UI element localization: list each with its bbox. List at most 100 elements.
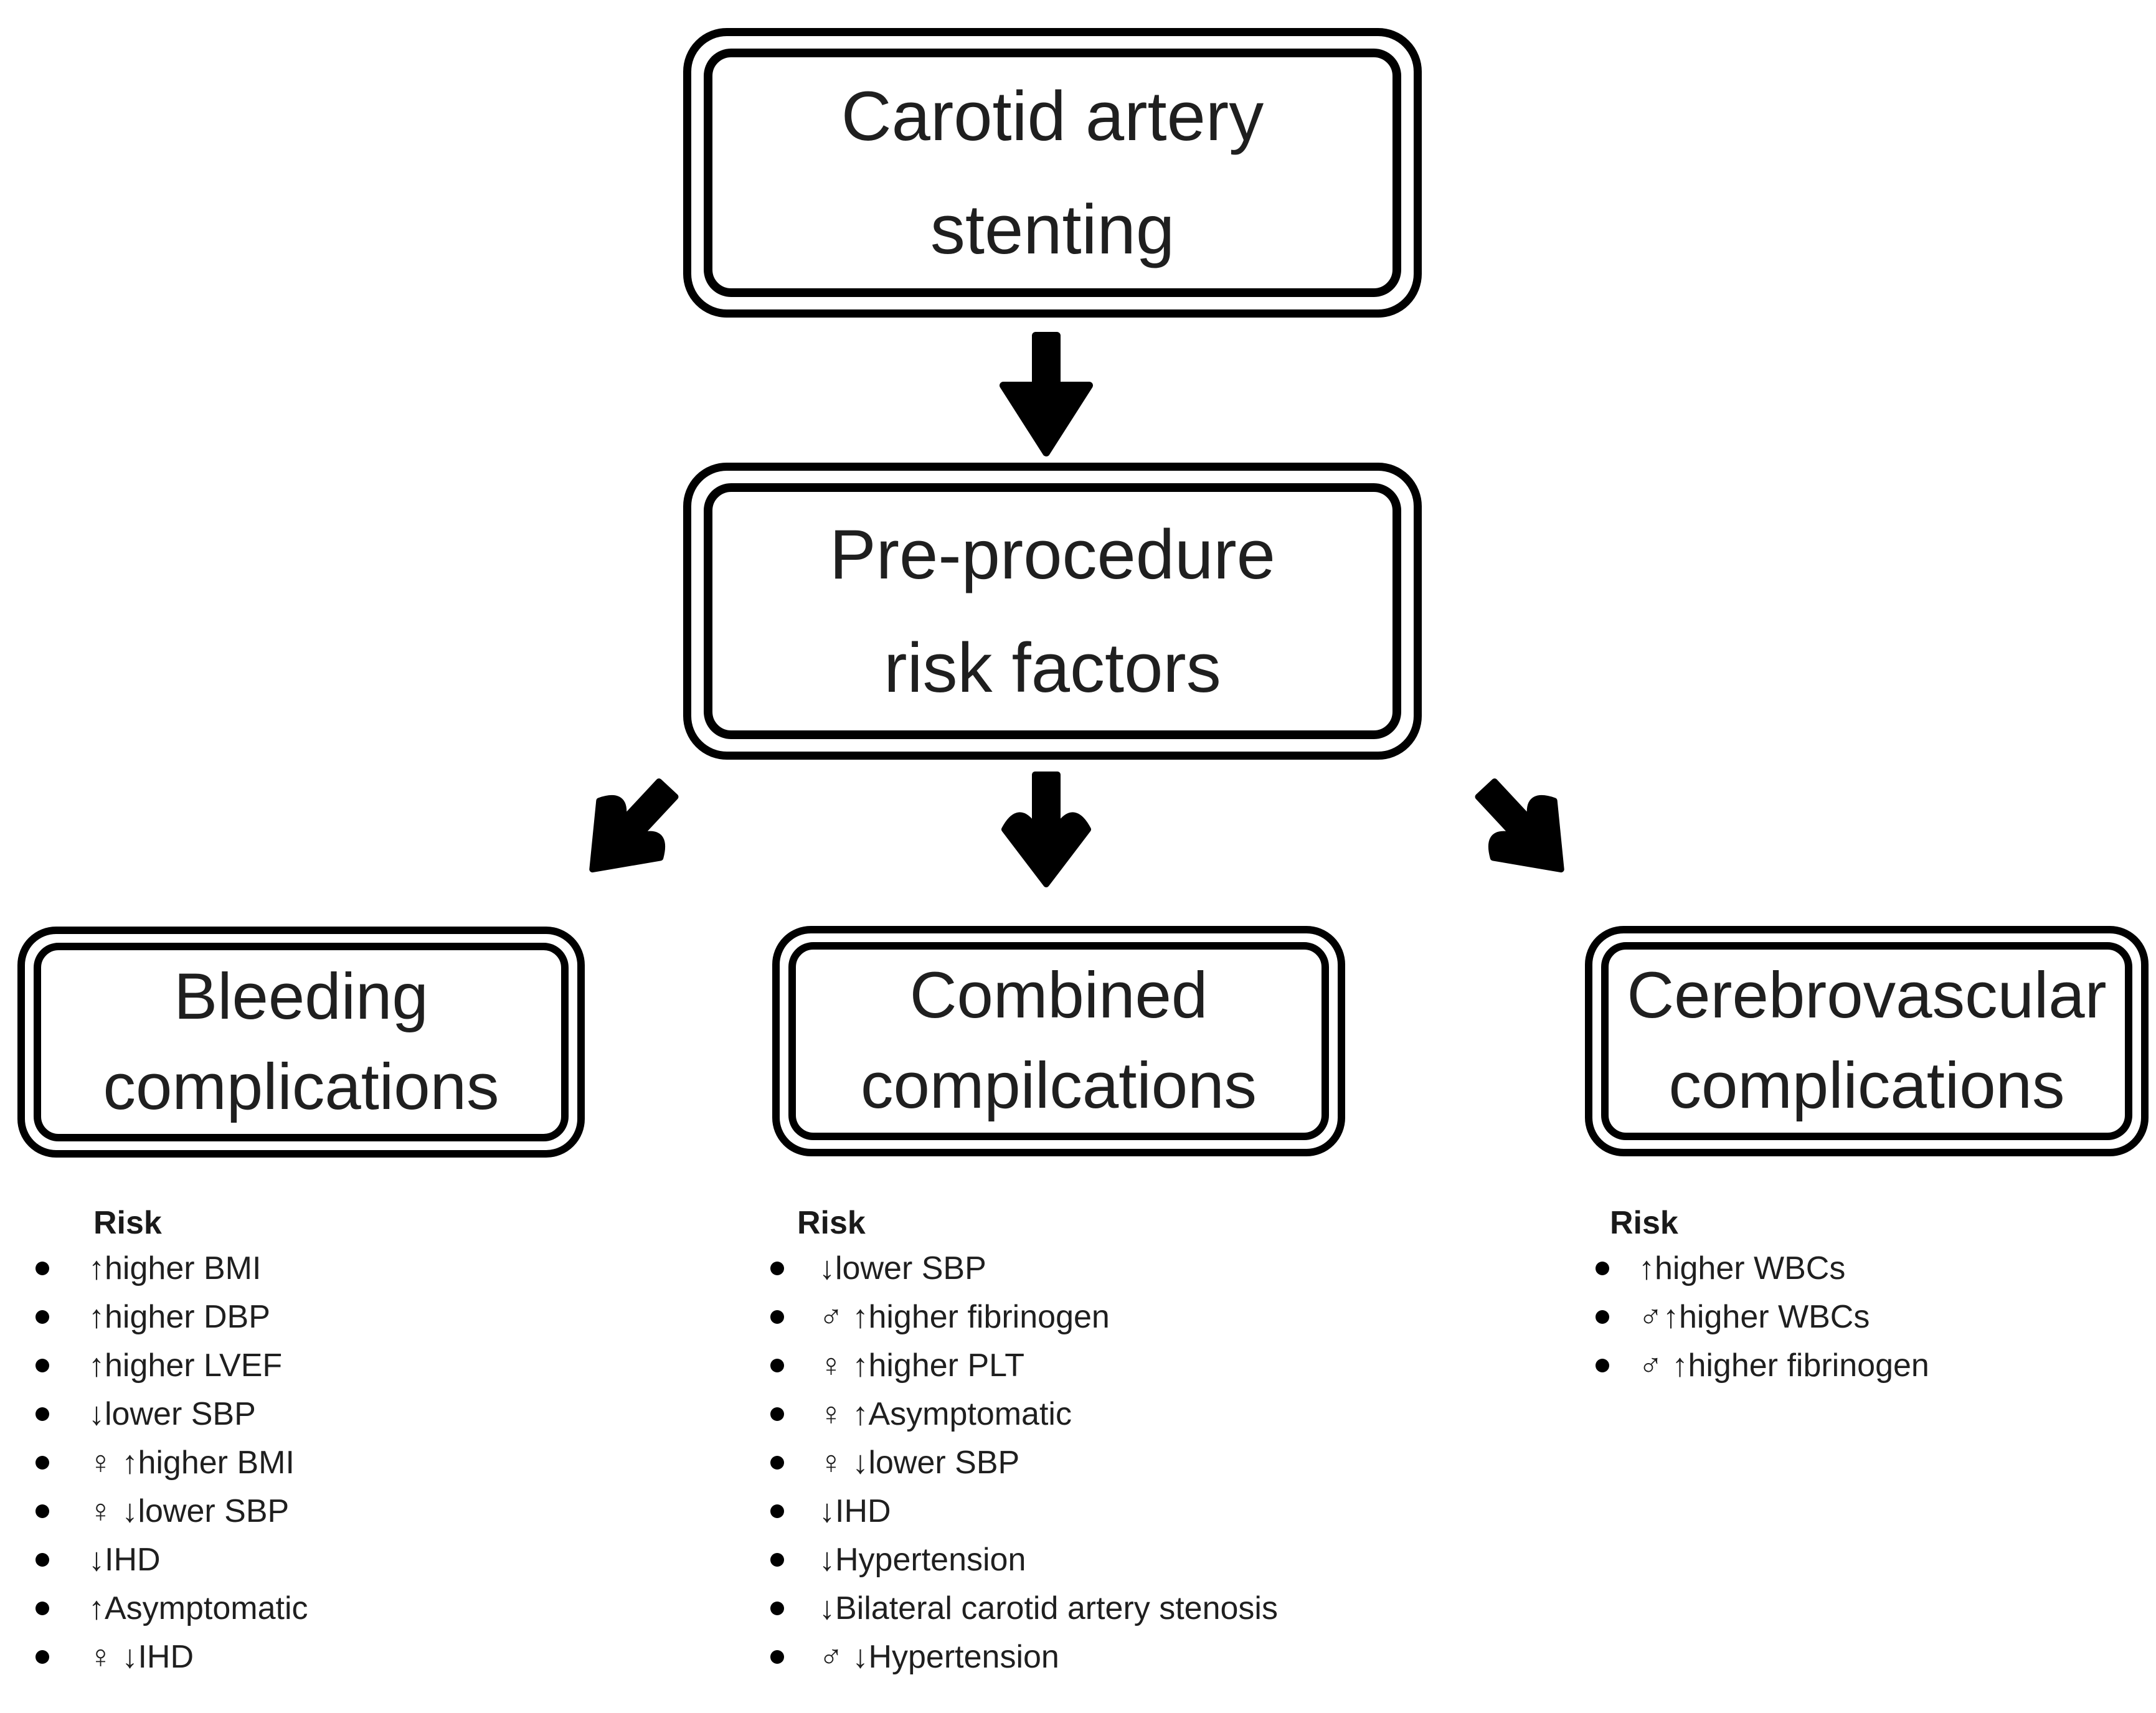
bullet-icon (1596, 1359, 1609, 1372)
risk-section-cerebrovascular: Risk ↑higher WBCs ♂↑higher WBCs ♂ ↑highe… (1596, 1202, 2156, 1390)
risk-list-item: ♂ ↓Hypertension (770, 1633, 1393, 1681)
risk-item-text: ↓Bilateral carotid artery stenosis (819, 1590, 1278, 1626)
bullet-icon (35, 1504, 49, 1518)
risk-list: ↓lower SBP ♂ ↑higher fibrinogen ♀ ↑highe… (770, 1244, 1393, 1681)
node-title: Carotid artery stenting (841, 60, 1264, 286)
risk-list-item: ↓IHD (770, 1487, 1393, 1536)
bullet-icon (35, 1650, 49, 1664)
node-cerebrovascular-complications: Cerebrovascular complications (1585, 926, 2149, 1156)
node-pre-procedure-risk-factors: Pre-procedure risk factors (683, 463, 1422, 760)
risk-list-item: ↓lower SBP (35, 1390, 658, 1438)
arrow-down-right-icon (1475, 778, 1564, 873)
risk-list-item: ↓lower SBP (770, 1244, 1393, 1293)
risk-item-text: ↓IHD (88, 1542, 161, 1578)
risk-list-item: ♀ ↓lower SBP (35, 1487, 658, 1536)
node-title-line: compilcations (860, 1049, 1257, 1122)
risk-item-text: ♂ ↑higher fibrinogen (819, 1299, 1110, 1335)
risk-item-text: ↑higher BMI (88, 1250, 262, 1286)
risk-list-item: ↑higher LVEF (35, 1341, 658, 1390)
node-title-line: risk factors (884, 628, 1221, 707)
node-title-line: Cerebrovascular (1627, 959, 2107, 1032)
risk-list-item: ↑higher BMI (35, 1244, 658, 1293)
risk-list: ↑higher WBCs ♂↑higher WBCs ♂ ↑higher fib… (1596, 1244, 2156, 1390)
risk-item-text: ↓Hypertension (819, 1542, 1026, 1578)
node-inner-frame: Carotid artery stenting (704, 49, 1401, 297)
risk-item-text: ♀ ↓lower SBP (88, 1493, 290, 1529)
risk-list-item: ♀ ↑higher PLT (770, 1341, 1393, 1390)
node-title: Bleeding complications (103, 952, 499, 1133)
risk-item-text: ↑Asymptomatic (88, 1590, 308, 1626)
node-title-line: complications (1668, 1049, 2065, 1122)
node-inner-frame: Cerebrovascular complications (1601, 942, 2132, 1140)
risk-item-text: ♂ ↑higher fibrinogen (1638, 1347, 1929, 1384)
bullet-icon (770, 1310, 784, 1324)
risk-item-text: ♀ ↑Asymptomatic (819, 1396, 1072, 1432)
bullet-icon (770, 1407, 784, 1421)
bullet-icon (35, 1456, 49, 1470)
arrow-down-icon (1001, 772, 1091, 887)
risk-header: Risk (797, 1205, 866, 1241)
bullet-icon (770, 1359, 784, 1372)
risk-section-combined: Risk ↓lower SBP ♂ ↑higher fibrinogen ♀ ↑… (770, 1202, 1393, 1681)
bullet-icon (770, 1456, 784, 1470)
risk-list-item: ♂ ↑higher fibrinogen (1596, 1341, 2156, 1390)
risk-list-item: ↓Bilateral carotid artery stenosis (770, 1584, 1393, 1633)
risk-item-text: ♂↑higher WBCs (1638, 1299, 1870, 1335)
node-inner-frame: Bleeding complications (34, 943, 569, 1141)
risk-list-item: ↓IHD (35, 1536, 658, 1584)
node-inner-frame: Combined compilcations (788, 942, 1329, 1140)
risk-list-item: ♂ ↑higher fibrinogen (770, 1293, 1393, 1341)
bullet-icon (1596, 1310, 1609, 1324)
risk-item-text: ↓lower SBP (819, 1250, 986, 1286)
risk-item-text: ↑higher WBCs (1638, 1250, 1846, 1286)
risk-item-text: ↓lower SBP (88, 1396, 256, 1432)
risk-list-item: ♀ ↑higher BMI (35, 1438, 658, 1487)
risk-list-item: ↑higher WBCs (1596, 1244, 2156, 1293)
node-inner-frame: Pre-procedure risk factors (704, 483, 1401, 739)
node-title: Cerebrovascular complications (1627, 951, 2106, 1131)
node-title-line: Pre-procedure (830, 516, 1275, 594)
risk-header: Risk (93, 1205, 162, 1241)
bullet-icon (35, 1310, 49, 1324)
risk-item-text: ♀ ↓IHD (88, 1639, 194, 1675)
bullet-icon (770, 1553, 784, 1567)
risk-section-bleeding: Risk ↑higher BMI ↑higher DBP ↑higher LVE… (35, 1202, 658, 1681)
risk-item-text: ↓IHD (819, 1493, 891, 1529)
bullet-icon (35, 1553, 49, 1567)
risk-list-item: ♀ ↑Asymptomatic (770, 1390, 1393, 1438)
node-title-line: complications (103, 1050, 499, 1123)
arrow-down-icon (1000, 332, 1093, 456)
node-combined-compilcations: Combined compilcations (772, 926, 1345, 1156)
node-title-line: Bleeding (174, 960, 428, 1033)
bullet-icon (1596, 1262, 1609, 1275)
risk-list-item: ♀ ↓lower SBP (770, 1438, 1393, 1487)
bullet-icon (770, 1602, 784, 1615)
arrow-down-left-icon (589, 778, 679, 873)
risk-item-text: ↑higher DBP (88, 1299, 270, 1335)
bullet-icon (770, 1650, 784, 1664)
risk-list-item: ♂↑higher WBCs (1596, 1293, 2156, 1341)
risk-item-text: ↑higher LVEF (88, 1347, 283, 1384)
node-title: Combined compilcations (861, 951, 1257, 1131)
bullet-icon (35, 1262, 49, 1275)
risk-item-text: ♀ ↓lower SBP (819, 1445, 1020, 1481)
risk-list-item: ♀ ↓IHD (35, 1633, 658, 1681)
risk-list-item: ↓Hypertension (770, 1536, 1393, 1584)
bullet-icon (35, 1407, 49, 1421)
bullet-icon (770, 1262, 784, 1275)
node-carotid-artery-stenting: Carotid artery stenting (683, 28, 1422, 318)
risk-list-item: ↑higher DBP (35, 1293, 658, 1341)
risk-item-text: ♂ ↓Hypertension (819, 1639, 1059, 1675)
node-title-line: stenting (930, 190, 1175, 268)
bullet-icon (35, 1602, 49, 1615)
risk-header: Risk (1610, 1205, 1678, 1241)
risk-item-text: ♀ ↑higher PLT (819, 1347, 1024, 1384)
bullet-icon (770, 1504, 784, 1518)
bullet-icon (35, 1359, 49, 1372)
risk-list: ↑higher BMI ↑higher DBP ↑higher LVEF ↓lo… (35, 1244, 658, 1681)
risk-list-item: ↑Asymptomatic (35, 1584, 658, 1633)
node-title-line: Combined (909, 959, 1208, 1032)
risk-item-text: ♀ ↑higher BMI (88, 1445, 295, 1481)
node-bleeding-complications: Bleeding complications (17, 927, 585, 1158)
